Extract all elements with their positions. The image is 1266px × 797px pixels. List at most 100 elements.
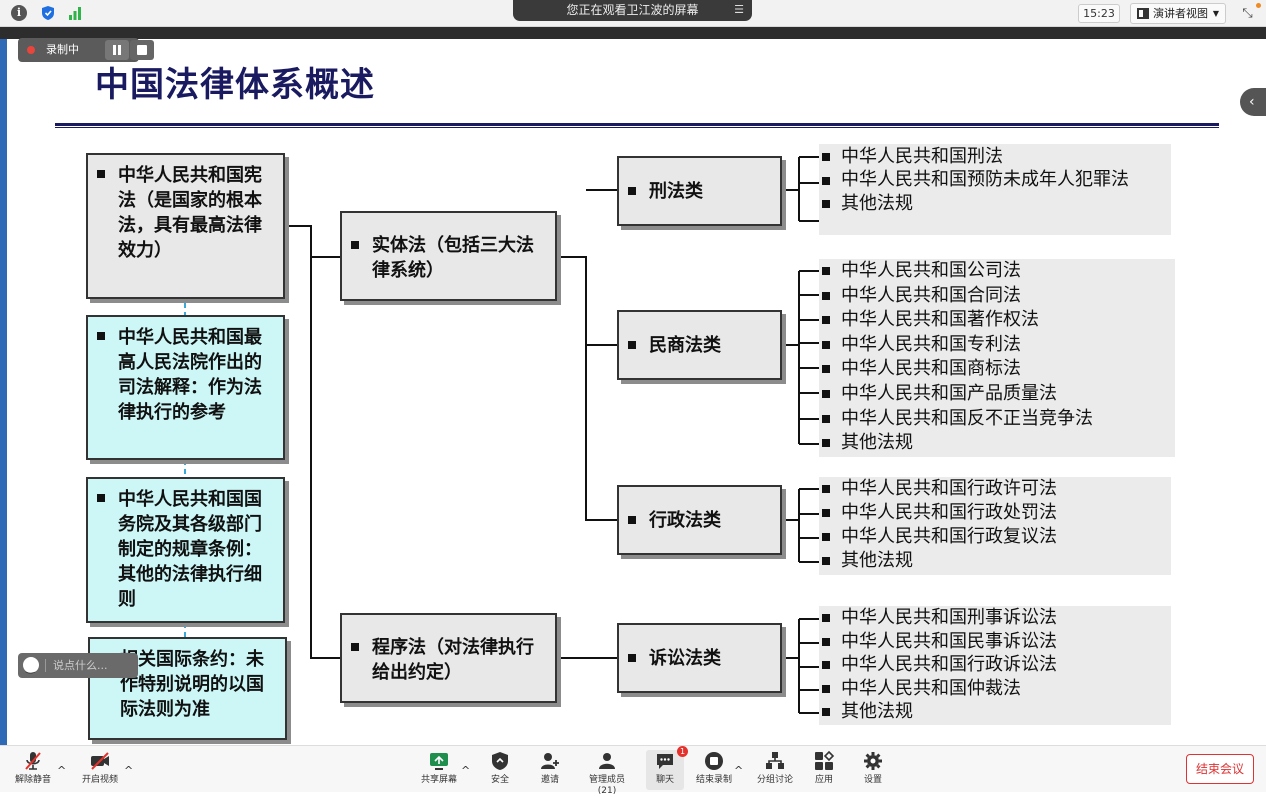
meeting-clock: 15:23 <box>1078 4 1120 23</box>
list-item: 中华人民共和国著作权法 <box>819 308 1175 333</box>
chevron-down-icon: ▼ <box>1212 9 1219 18</box>
civil-commercial-law-category: 民商法类 <box>617 310 782 380</box>
share-options-chevron-icon[interactable]: ^ <box>461 764 471 777</box>
view-mode-button[interactable]: 演讲者视图 ▼ <box>1130 3 1226 24</box>
add-user-icon <box>541 753 559 769</box>
list-item: 中华人民共和国行政许可法 <box>819 477 1171 501</box>
civil-commercial-law-list: 中华人民共和国公司法 中华人民共和国合同法 中华人民共和国著作权法 中华人民共和… <box>819 259 1175 457</box>
list-item: 中华人民共和国行政处罚法 <box>819 501 1171 525</box>
share-screen-icon <box>430 753 448 770</box>
bullet-icon <box>628 516 636 524</box>
menu-icon[interactable]: ☰ <box>734 3 744 16</box>
gear-icon <box>864 752 882 770</box>
slide-title: 中国法律体系概述 <box>95 65 375 105</box>
info-icon[interactable]: i <box>11 5 27 21</box>
criminal-law-label: 刑法类 <box>649 180 703 202</box>
title-divider <box>55 123 1219 128</box>
share-screen-button[interactable]: 共享屏幕 <box>419 750 459 786</box>
slide-left-accent <box>0 39 7 745</box>
window-strip <box>0 27 1266 39</box>
start-video-label: 开启视频 <box>81 775 118 785</box>
litigation-law-category: 诉讼法类 <box>617 623 782 693</box>
end-recording-button[interactable]: 结束录制 <box>694 750 734 786</box>
list-item: 中华人民共和国反不正当竞争法 <box>819 407 1175 432</box>
shield-icon[interactable] <box>40 5 56 21</box>
chat-button[interactable]: 1 聊天 <box>646 746 688 790</box>
invite-button[interactable]: 邀请 <box>536 750 564 786</box>
collapse-panel-button[interactable]: ‹ <box>1240 88 1266 116</box>
layout-icon <box>1137 8 1149 19</box>
list-item: 中华人民共和国合同法 <box>819 284 1175 309</box>
pause-recording-button[interactable] <box>105 40 129 60</box>
recording-label: 录制中 <box>46 43 79 56</box>
constitution-box: 中华人民共和国宪法（是国家的根本法，具有最高法律效力） <box>86 153 285 299</box>
quick-chat-bar[interactable]: 说点什么... <box>18 653 138 680</box>
recording-options-chevron-icon[interactable]: ^ <box>734 764 744 777</box>
apps-button[interactable]: 应用 <box>810 750 838 786</box>
end-meeting-button[interactable]: 结束会议 <box>1186 754 1254 784</box>
exit-fullscreen-icon[interactable]: ⤡ <box>1242 6 1253 21</box>
microphone-muted-icon <box>25 752 41 770</box>
bullet-icon <box>351 241 359 249</box>
meeting-toolbar: 解除静音 ^ 开启视频 ^ 共享屏幕 ^ 安全 邀请 <box>0 745 1266 796</box>
audio-options-chevron-icon[interactable]: ^ <box>57 764 67 777</box>
international-treaty-text: 相关国际条约：未作特别说明的以国际法则为准 <box>120 649 264 720</box>
breakout-rooms-icon <box>766 752 784 769</box>
breakout-rooms-button[interactable]: 分组讨论 <box>755 750 795 786</box>
bullet-icon <box>351 643 359 651</box>
civil-commercial-law-label: 民商法类 <box>649 334 721 356</box>
participants-button[interactable]: 管理成员(21) <box>580 750 634 797</box>
list-item: 其他法规 <box>819 192 1171 216</box>
administrative-law-category: 行政法类 <box>617 485 782 555</box>
substantive-law-box: 实体法（包括三大法律系统） <box>340 211 557 301</box>
bullet-icon <box>97 494 105 502</box>
criminal-law-list: 中华人民共和国刑法 中华人民共和国预防未成年人犯罪法 其他法规 <box>819 144 1171 235</box>
bullet-icon <box>97 170 105 178</box>
security-button[interactable]: 安全 <box>486 750 514 786</box>
list-item: 其他法规 <box>819 431 1175 456</box>
chat-bubble-icon <box>657 754 673 769</box>
substantive-law-text: 实体法（包括三大法律系统） <box>372 235 534 281</box>
bullet-icon <box>628 341 636 349</box>
shield-icon <box>492 752 508 770</box>
shared-slide: 中国法律体系概述 中华人民共 <box>7 39 1266 745</box>
settings-label: 设置 <box>863 775 882 785</box>
apps-icon <box>815 750 835 770</box>
procedural-law-text: 程序法（对法律执行给出约定） <box>372 637 534 683</box>
list-item: 中华人民共和国产品质量法 <box>819 382 1175 407</box>
litigation-law-label: 诉讼法类 <box>649 647 721 669</box>
list-item: 中华人民共和国行政复议法 <box>819 525 1171 549</box>
procedural-law-box: 程序法（对法律执行给出约定） <box>340 613 557 703</box>
stop-recording-button[interactable] <box>130 40 154 60</box>
list-item: 中华人民共和国商标法 <box>819 357 1175 382</box>
list-item: 中华人民共和国公司法 <box>819 259 1175 284</box>
screen-share-banner[interactable]: 您正在观看卫江波的屏幕 ☰ <box>513 0 752 21</box>
list-item: 中华人民共和国刑法 <box>819 145 1171 169</box>
judicial-interpretation-box: 中华人民共和国最高人民法院作出的司法解释：作为法律执行的参考 <box>86 315 285 460</box>
list-item: 中华人民共和国专利法 <box>819 333 1175 358</box>
bullet-icon <box>628 187 636 195</box>
unmute-button[interactable]: 解除静音 <box>12 750 54 786</box>
start-video-button[interactable]: 开启视频 <box>80 750 120 786</box>
quick-chat-input[interactable]: 说点什么... <box>53 659 108 672</box>
bullet-icon <box>97 332 105 340</box>
signal-icon[interactable] <box>67 5 83 21</box>
top-bar: i 您正在观看卫江波的屏幕 ☰ 15:23 演讲者视图 ▼ ⤡ <box>0 0 1266 27</box>
list-item: 其他法规 <box>819 549 1171 573</box>
participants-icon <box>599 753 615 769</box>
video-options-chevron-icon[interactable]: ^ <box>124 764 134 777</box>
connector-lines <box>184 156 819 714</box>
settings-button[interactable]: 设置 <box>859 750 887 786</box>
notification-dot <box>1256 3 1261 8</box>
list-item: 中华人民共和国预防未成年人犯罪法 <box>819 169 1171 190</box>
security-label: 安全 <box>490 775 509 785</box>
list-item: 中华人民共和国仲裁法 <box>819 677 1171 701</box>
apps-label: 应用 <box>814 775 833 785</box>
list-item: 中华人民共和国民事诉讼法 <box>819 630 1171 654</box>
administrative-law-label: 行政法类 <box>649 509 721 531</box>
chevron-left-icon: ‹ <box>1249 94 1255 110</box>
list-item: 中华人民共和国行政诉讼法 <box>819 653 1171 677</box>
bullet-icon <box>628 654 636 662</box>
emoji-icon[interactable] <box>23 655 39 680</box>
recording-indicator: 录制中 <box>18 38 154 62</box>
